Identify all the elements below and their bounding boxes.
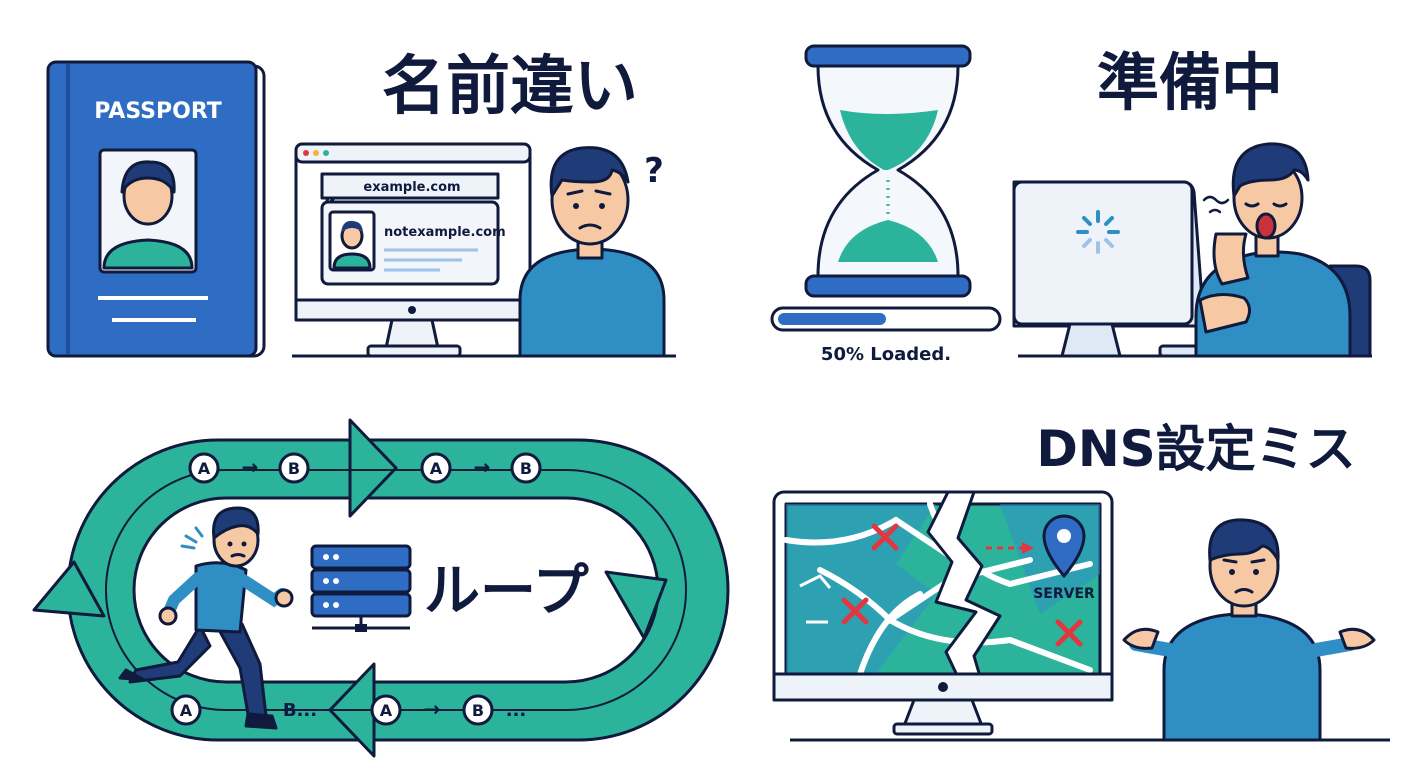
loop-arrow-head-right <box>604 570 668 640</box>
loop-arrow-ring <box>32 418 730 758</box>
trailing-b: B... <box>283 700 317 721</box>
progress-label: 50% Loaded. <box>821 344 951 365</box>
error-x-icon <box>1055 619 1083 647</box>
panel-preparing: 準備中 50% Loaded. <box>770 44 1372 365</box>
url-actual: notexample.com <box>384 225 506 240</box>
server-label: SERVER <box>1033 586 1095 602</box>
loop-sequence-bottom-left: A B... <box>170 694 317 726</box>
progress-bar <box>770 306 1002 332</box>
svg-text:→: → <box>424 697 441 721</box>
shrugging-person <box>1122 518 1376 742</box>
loop-arrow-head-left <box>32 560 106 618</box>
progress-fill <box>778 313 886 325</box>
url-expected: example.com <box>363 180 460 195</box>
svg-text:→: → <box>474 455 491 479</box>
panel-loop: A → B A → B A B... A → B ... <box>32 418 730 758</box>
yawning-person <box>1194 142 1372 358</box>
browser-monitor: example.com notexample.com <box>294 142 532 358</box>
hourglass-icon <box>804 44 972 298</box>
location-pin-icon <box>1042 514 1086 578</box>
node-a: A <box>380 701 393 720</box>
server-stack-icon <box>310 544 412 632</box>
node-b: B <box>520 459 532 478</box>
panel-title-preparing: 準備中 <box>1097 46 1283 119</box>
passport-label: PASSPORT <box>94 99 222 124</box>
error-x-icon <box>841 597 869 625</box>
node-b: B <box>288 459 300 478</box>
loading-spinner-icon <box>1076 210 1120 254</box>
panel-dns: DNS設定ミス <box>772 420 1390 742</box>
loop-sequence-bottom-right: A → B ... <box>370 694 527 726</box>
loop-sequence-top-left: A → B <box>188 452 310 484</box>
window-close-icon <box>303 150 309 156</box>
error-x-icon <box>871 523 899 551</box>
node-a: A <box>430 459 443 478</box>
panel-name-mismatch: 名前違い PASSPORT <box>46 50 676 358</box>
node-b: B <box>472 701 484 720</box>
running-person <box>118 506 294 730</box>
svg-text:→: → <box>242 455 259 479</box>
node-a: A <box>198 459 211 478</box>
confused-person: ? <box>518 146 666 358</box>
window-maximize-icon <box>323 150 329 156</box>
question-mark: ? <box>644 151 664 191</box>
ellipsis: ... <box>506 700 527 721</box>
passport-icon: PASSPORT <box>46 60 266 358</box>
loop-sequence-top-right: A → B <box>420 452 542 484</box>
loading-monitor <box>1012 180 1252 358</box>
loop-arrow-head-top <box>348 418 398 518</box>
map-monitor: SERVER <box>772 490 1114 736</box>
panel-title-loop: ループ <box>424 559 589 624</box>
window-minimize-icon <box>313 150 319 156</box>
panel-title-dns: DNS設定ミス <box>1036 420 1355 478</box>
panel-title-name-mismatch: 名前違い <box>382 50 638 124</box>
node-a: A <box>180 701 193 720</box>
